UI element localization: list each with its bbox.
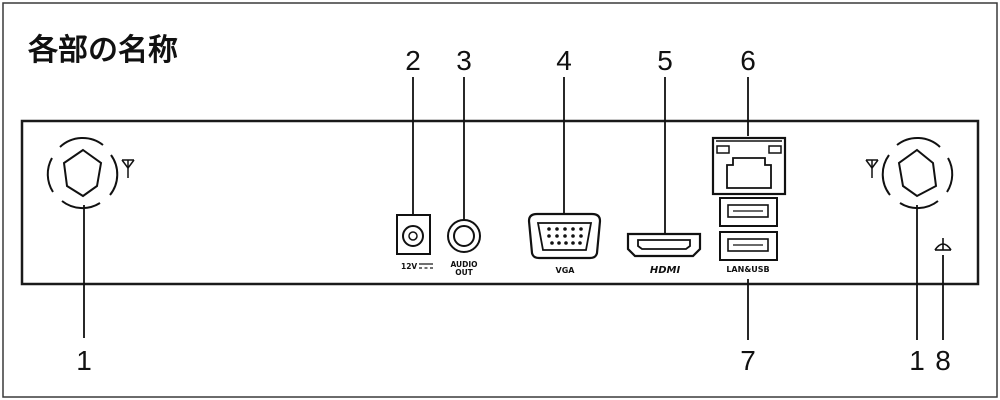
diagram-title: 各部の名称: [27, 33, 178, 68]
vga-pin: [555, 234, 559, 238]
callout-number-5: 5: [657, 45, 673, 76]
callout-number-2: 2: [405, 45, 421, 76]
vga-pin: [563, 234, 567, 238]
antenna-icon: [865, 159, 879, 178]
power-port: [396, 214, 431, 255]
lan-port: [711, 136, 787, 196]
vga-pin: [550, 241, 554, 245]
vga-port: [527, 212, 602, 260]
vga-pin: [571, 241, 575, 245]
vga-pin: [579, 234, 583, 238]
callout-number-6: 6: [740, 45, 756, 76]
lan-usb-label: LAN&USB: [726, 265, 769, 274]
vga-pin: [564, 241, 568, 245]
callout-number-1-right: 1: [909, 345, 925, 376]
ground-icon: [934, 238, 952, 251]
dc-symbol-icon: [419, 263, 433, 269]
vga-pin: [557, 241, 561, 245]
vga-pin: [579, 227, 583, 231]
usb-port-upper: [719, 197, 778, 227]
callout-number-3: 3: [456, 45, 472, 76]
vga-pin: [578, 241, 582, 245]
callout-number-4: 4: [556, 45, 572, 76]
audio-out-label-line1: AUDIO: [450, 260, 477, 269]
callout-number-7: 7: [740, 345, 756, 376]
vga-pin: [547, 227, 551, 231]
power-port-label: 12V: [401, 262, 417, 271]
vga-pin: [555, 227, 559, 231]
vga-pin: [547, 234, 551, 238]
device-rear-panel: [20, 119, 980, 286]
antenna-connector-right: [881, 137, 954, 210]
callout-number-8: 8: [935, 345, 951, 376]
antenna-icon: [121, 159, 135, 178]
antenna-connector-left: [46, 137, 119, 210]
vga-label: VGA: [556, 266, 576, 275]
hdmi-port: [626, 232, 702, 258]
leader-lines: [83, 77, 944, 340]
hdmi-label: HDMI: [650, 265, 681, 276]
vga-pin: [571, 227, 575, 231]
vga-pin: [571, 234, 575, 238]
vga-pin: [563, 227, 567, 231]
audio-out-port: [447, 219, 481, 253]
audio-out-label-line2: OUT: [455, 268, 473, 277]
usb-port-lower: [719, 231, 778, 261]
callout-number-1: 1: [76, 345, 92, 376]
